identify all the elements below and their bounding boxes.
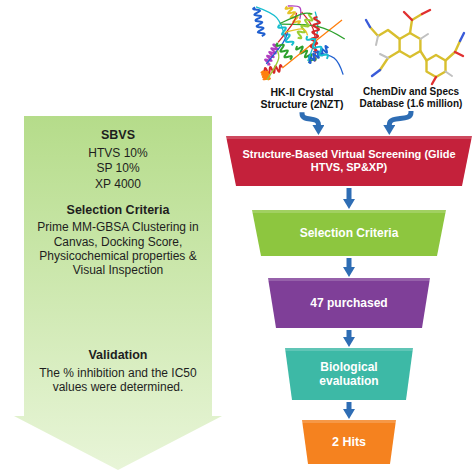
protein-helix xyxy=(307,36,328,59)
protein-loop xyxy=(267,51,279,80)
band-text-wrap: Biological evaluation xyxy=(285,348,413,400)
image-caption: ChemDiv and Specs Database (1.6 million) xyxy=(350,86,472,109)
protein-loop xyxy=(280,13,313,23)
band-fill xyxy=(302,420,396,464)
section-text: SP 10% xyxy=(32,161,204,175)
band-fill xyxy=(285,348,413,400)
flow-arrow xyxy=(302,112,318,126)
molecule-illustration xyxy=(366,10,464,84)
band-label: Selection Criteria xyxy=(300,226,399,240)
protein-loop xyxy=(285,29,307,36)
funnel-band: 47 purchased xyxy=(268,278,430,328)
band-label: 2 Hits xyxy=(332,435,366,450)
band-text-wrap: Selection Criteria xyxy=(252,210,446,256)
flow-arrow xyxy=(347,188,352,200)
structure-label: HK-II Crystal Structure (2NZT) xyxy=(250,86,354,110)
workflow-arrow: SBVS HTVS 10%SP 10% XP 4000Selection Crite… xyxy=(14,116,222,470)
band-fill xyxy=(268,278,430,328)
band-highlight xyxy=(226,136,472,139)
band-label: Biological evaluation xyxy=(298,360,400,388)
protein-helix xyxy=(298,14,313,39)
band-fill xyxy=(226,136,472,186)
section-text: HTVS 10% xyxy=(32,146,204,160)
database-label: ChemDiv and Specs Database (1.6 million) xyxy=(350,86,472,109)
band-text-wrap: 2 Hits xyxy=(302,420,396,464)
band-fill xyxy=(252,210,446,256)
funnel-band: 2 Hits xyxy=(302,420,396,464)
arrow-text-group: ValidationThe % inhibition and the IC50 … xyxy=(32,348,204,395)
section-text: XP 4000 xyxy=(32,177,204,191)
band-highlight xyxy=(252,210,446,213)
image-caption: HK-II Crystal Structure (2NZT) xyxy=(250,86,354,110)
protein-loop xyxy=(282,20,342,68)
band-highlight xyxy=(285,348,413,351)
funnel-band: Structure-Based Virtual Screening (Glide… xyxy=(226,136,472,186)
section-heading: Validation xyxy=(32,348,204,363)
band-label: 47 purchased xyxy=(310,296,387,310)
arrow-text-group: SBVS HTVS 10%SP 10% XP 4000Selection Crite… xyxy=(32,128,204,278)
arrow-fill xyxy=(14,116,222,470)
protein-helix xyxy=(276,43,291,60)
funnel-band: Biological evaluation xyxy=(285,348,413,400)
flow-arrow xyxy=(347,258,352,268)
band-text-wrap: Structure-Based Virtual Screening (Glide… xyxy=(226,136,472,186)
flow-arrow xyxy=(389,111,411,126)
flow-arrow xyxy=(347,402,352,410)
protein-helix xyxy=(253,7,264,36)
protein-structure xyxy=(253,6,345,80)
section-text: The % inhibition and the IC50 values wer… xyxy=(32,366,204,395)
protein-helix xyxy=(278,25,293,46)
section-heading: SBVS xyxy=(32,128,204,143)
band-highlight xyxy=(268,278,430,281)
protein-helix xyxy=(265,44,278,64)
section-text: Prime MM-GBSA Clustering in Canvas, Dock… xyxy=(32,220,204,278)
band-highlight xyxy=(302,420,396,423)
band-label: Structure-Based Virtual Screening (Glide… xyxy=(242,148,456,174)
flow-arrow xyxy=(347,330,352,338)
band-text-wrap: 47 purchased xyxy=(268,278,430,328)
section-heading: Selection Criteria xyxy=(32,203,204,218)
funnel-band: Selection Criteria xyxy=(252,210,446,256)
